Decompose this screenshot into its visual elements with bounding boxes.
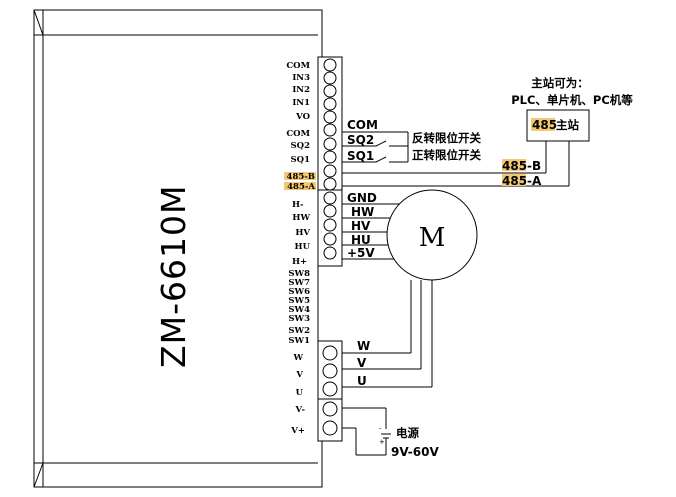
- screw-sq1: [323, 150, 337, 164]
- terminal-485a: 485-A: [287, 182, 315, 192]
- motor-phase-wiring: [342, 280, 433, 388]
- screw-u: [322, 381, 338, 397]
- wire-label-hu: HU: [351, 233, 371, 247]
- screw-485a: [323, 177, 337, 191]
- limit-switch-wiring: [342, 131, 409, 163]
- terminal-hw: HW: [292, 213, 310, 223]
- wire-label-gnd: GND: [347, 191, 377, 205]
- terminal-sw1: SW1: [288, 336, 310, 346]
- terminal-hu: HU: [295, 242, 311, 252]
- terminal-in1: IN1: [292, 98, 310, 108]
- motor-label: M: [419, 223, 446, 253]
- wire-label-hw: HW: [351, 205, 374, 219]
- model-label: ZM-6610M: [154, 185, 193, 368]
- screw-vo: [323, 110, 337, 124]
- screw-hv: [323, 218, 337, 232]
- terminal-u: U: [296, 388, 304, 398]
- screw-in2: [323, 84, 337, 98]
- terminal-sw2: SW2: [288, 326, 310, 336]
- master-box-suffix: 主站: [556, 118, 579, 132]
- screw-v-plus: [322, 420, 338, 436]
- power-plus-sign: +: [379, 438, 385, 446]
- screw-hu: [323, 232, 337, 246]
- wire-label-5v: +5V: [347, 246, 375, 260]
- terminal-sw7: SW7: [288, 278, 310, 288]
- master-station: 主站可为： PLC、单片机、PC机等 485 主站: [511, 76, 633, 142]
- power-minus-sign: -: [379, 425, 382, 433]
- screw-485b: [323, 164, 337, 178]
- terminal-com-1: COM: [286, 61, 310, 71]
- wire-label-v: V: [357, 356, 367, 370]
- forward-limit-switch-label: 正转限位开关: [412, 148, 481, 162]
- motor: M: [386, 189, 478, 281]
- screw-com-1: [323, 58, 337, 72]
- highlight-485a-terminal: [284, 182, 316, 190]
- wire-label-sq2: SQ2: [347, 133, 374, 147]
- terminal-485b: 485-B: [287, 172, 315, 182]
- hall-sensor-wiring: [342, 203, 405, 260]
- screw-in3: [323, 71, 337, 85]
- power-range: 9V-60V: [391, 445, 439, 459]
- wire-label-sq1: SQ1: [347, 149, 374, 163]
- terminal-sw5: SW5: [288, 296, 310, 306]
- screw-5v: [323, 246, 337, 260]
- terminal-sw3: SW3: [288, 314, 310, 324]
- screw-v: [322, 363, 338, 379]
- screw-in1: [323, 97, 337, 111]
- terminal-h-minus: H-: [292, 200, 304, 210]
- terminal-vo: VO: [295, 112, 310, 122]
- terminal-sq2: SQ2: [291, 141, 311, 151]
- terminal-in3: IN3: [292, 73, 310, 83]
- terminal-sw4: SW4: [288, 305, 310, 315]
- terminal-com-2: COM: [286, 129, 310, 139]
- highlight-master-485: [531, 118, 555, 131]
- wire-label-u: U: [357, 374, 367, 388]
- highlight-485a-wire: [502, 174, 526, 186]
- wire-label-485a: 485-A: [502, 174, 542, 188]
- wire-label-com: COM: [347, 118, 378, 132]
- terminal-v-minus: V-: [294, 405, 305, 415]
- master-box-prefix: 485: [532, 118, 557, 132]
- terminal-screws: [322, 58, 338, 436]
- highlight-485b-wire: [502, 159, 526, 171]
- reverse-limit-switch-label: 反转限位开关: [412, 131, 481, 145]
- terminal-hv: HV: [295, 228, 310, 238]
- screw-gnd: [323, 191, 337, 205]
- terminal-h-plus: H+: [292, 257, 307, 267]
- screw-com-2: [323, 123, 337, 137]
- power-label: 电源: [396, 426, 419, 440]
- terminal-w: W: [292, 353, 303, 363]
- power-supply-wiring: [342, 407, 391, 456]
- master-title: 主站可为：: [531, 76, 589, 90]
- terminal-sw8: SW8: [288, 269, 310, 279]
- screw-hw: [323, 204, 337, 218]
- wire-label-w: W: [357, 339, 370, 353]
- highlight-485b-terminal: [284, 172, 316, 180]
- rs485-wiring: [342, 141, 570, 187]
- terminal-labels: COM IN3 IN2 IN1 VO COM SQ2 SQ1 485-B 485…: [286, 61, 315, 436]
- terminal-v: V: [295, 370, 303, 380]
- terminal-v-plus: V+: [290, 426, 305, 436]
- master-options: PLC、单片机、PC机等: [511, 93, 633, 107]
- terminal-sw6: SW6: [288, 287, 310, 297]
- wire-label-hv: HV: [351, 219, 371, 233]
- wire-label-485b: 485-B: [502, 159, 541, 173]
- screw-sq2: [323, 137, 337, 151]
- terminal-sq1: SQ1: [291, 155, 311, 165]
- screw-v-minus: [322, 401, 338, 417]
- screw-w: [322, 345, 338, 361]
- terminal-in2: IN2: [292, 85, 310, 95]
